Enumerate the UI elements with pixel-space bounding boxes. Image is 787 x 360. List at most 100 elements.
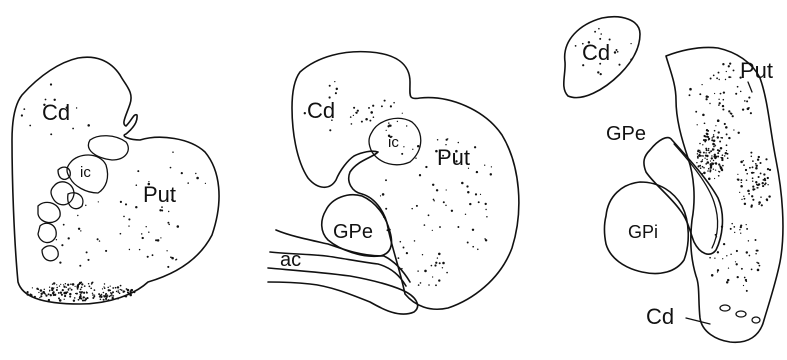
- cell-dot: [716, 236, 718, 238]
- cell-dot: [701, 173, 703, 175]
- cell-dot: [720, 93, 722, 95]
- cell-dot: [740, 225, 742, 227]
- cell-dot: [739, 192, 740, 193]
- cell-dot: [758, 201, 761, 204]
- cell-dot: [697, 124, 698, 125]
- cell-dot: [736, 263, 738, 265]
- cell-dot: [431, 265, 433, 267]
- cell-dot: [630, 59, 632, 61]
- cell-dot: [92, 282, 93, 283]
- cell-dot: [83, 297, 85, 299]
- cell-dot: [728, 110, 730, 112]
- cell-dot: [722, 108, 724, 110]
- cell-dot: [715, 162, 717, 164]
- cell-dot: [491, 166, 492, 167]
- cell-dot: [451, 210, 453, 212]
- cell-dot: [437, 257, 438, 258]
- cell-dot: [432, 276, 433, 277]
- cell-dot: [147, 256, 149, 258]
- cell-dot: [707, 136, 709, 138]
- cell-dot: [708, 139, 710, 141]
- cell-dot: [109, 296, 111, 298]
- cell-dot: [61, 244, 63, 246]
- cell-dot: [705, 163, 707, 165]
- cell-dot: [78, 228, 80, 230]
- cell-dot: [157, 239, 160, 242]
- cell-dot: [630, 43, 631, 44]
- cell-dot: [455, 150, 458, 153]
- left-label-ic: ic: [80, 164, 91, 181]
- cell-dot: [353, 115, 354, 116]
- cell-dot: [706, 149, 708, 151]
- cell-dot: [698, 165, 700, 167]
- cell-dot: [477, 249, 479, 251]
- cell-dot: [414, 240, 416, 242]
- cell-dot: [62, 289, 64, 291]
- cell-dot: [727, 153, 729, 155]
- cell-dot: [87, 259, 89, 261]
- cell-dot: [718, 72, 720, 74]
- cell-dot: [79, 291, 81, 293]
- cell-dot: [738, 132, 740, 134]
- cell-dot: [98, 201, 99, 202]
- cell-dot: [403, 146, 404, 147]
- cell-dot: [447, 138, 448, 139]
- middle-lower-lobe: [268, 268, 418, 314]
- cell-dot: [108, 289, 110, 291]
- cell-dot: [81, 287, 83, 289]
- cell-dot: [205, 183, 206, 184]
- cell-dot: [588, 41, 590, 43]
- cell-dot: [743, 196, 744, 197]
- cell-dot: [148, 181, 149, 182]
- cell-dot: [735, 261, 736, 262]
- cell-dot: [94, 289, 96, 291]
- cell-dot: [59, 261, 61, 263]
- cell-dot: [708, 152, 710, 154]
- cell-dot: [709, 103, 710, 104]
- cell-dot: [385, 179, 387, 181]
- cell-dot: [446, 189, 447, 190]
- cell-dot: [72, 128, 74, 130]
- cell-dot: [697, 157, 699, 159]
- cell-dot: [72, 283, 75, 286]
- cell-dot: [105, 298, 107, 300]
- cell-dot: [712, 149, 714, 151]
- cell-dot: [436, 189, 438, 191]
- cell-dot: [584, 47, 586, 49]
- cell-dot: [698, 155, 700, 157]
- cell-dot: [721, 137, 723, 139]
- cell-dot: [110, 295, 112, 297]
- cell-dot: [715, 145, 716, 146]
- cell-dot: [752, 199, 754, 201]
- cell-dot: [618, 64, 620, 66]
- cell-dot: [758, 204, 760, 206]
- cell-dot: [56, 289, 58, 291]
- cell-dot: [438, 279, 440, 281]
- cell-dot: [103, 292, 105, 294]
- cell-dot: [594, 31, 596, 33]
- cell-dot: [84, 285, 86, 287]
- cell-dot: [750, 206, 752, 208]
- cell-dot: [77, 215, 78, 216]
- cell-dot: [50, 83, 52, 85]
- cell-dot: [711, 137, 713, 139]
- cell-dot: [40, 295, 42, 297]
- cell-dot: [103, 299, 105, 301]
- cell-dot: [80, 295, 81, 296]
- cell-dot: [711, 274, 714, 277]
- cell-dot: [458, 142, 460, 144]
- cell-dot: [142, 237, 144, 239]
- cell-dot: [722, 165, 724, 167]
- cell-dot: [759, 265, 761, 267]
- cell-dot: [97, 238, 99, 240]
- cell-dot: [167, 266, 169, 268]
- cell-dot: [472, 229, 474, 231]
- cell-dot: [722, 154, 724, 156]
- cell-dot: [718, 175, 720, 177]
- cell-dot: [742, 108, 744, 110]
- middle-label-ac: ac: [280, 249, 301, 271]
- cell-dot: [125, 203, 127, 205]
- cell-dot: [716, 77, 718, 79]
- cell-dot: [126, 296, 128, 298]
- cell-dot: [757, 158, 759, 160]
